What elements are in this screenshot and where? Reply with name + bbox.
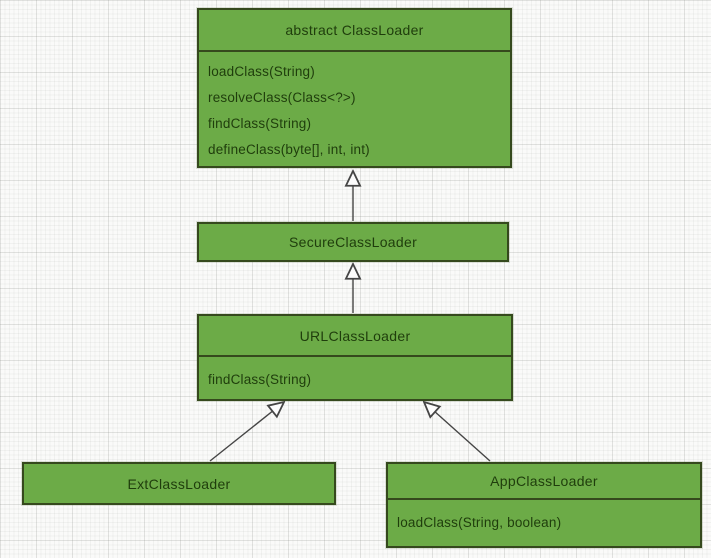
method-defineclass: defineClass(byte[], int, int): [208, 142, 370, 157]
class-title: AppClassLoader: [490, 473, 598, 489]
method-findclass: findClass(String): [208, 116, 312, 131]
class-box-url-class-loader[interactable]: URLClassLoader findClass(String): [197, 314, 513, 401]
class-title: abstract ClassLoader: [285, 22, 424, 38]
method-loadclass: loadClass(String): [208, 64, 315, 79]
class-box-secure-class-loader[interactable]: SecureClassLoader: [197, 222, 509, 262]
method-loadclass: loadClass(String, boolean): [397, 515, 562, 530]
arrow-ext-to-url[interactable]: [209, 402, 284, 462]
class-title: URLClassLoader: [299, 327, 411, 344]
class-box-app-class-loader[interactable]: AppClassLoader loadClass(String, boolean…: [386, 462, 702, 548]
method-list: findClass(String): [199, 355, 511, 393]
class-title: ExtClassLoader: [127, 475, 231, 492]
method-list: loadClass(String) resolveClass(Class<?>)…: [199, 50, 510, 163]
method-list: loadClass(String, boolean): [388, 498, 700, 536]
class-box-abstract-classloader[interactable]: abstract ClassLoader loadClass(String) r…: [197, 8, 512, 168]
method-resolveclass: resolveClass(Class<?>): [208, 90, 356, 105]
arrow-app-to-url[interactable]: [424, 402, 491, 462]
method-findclass: findClass(String): [208, 372, 312, 387]
class-box-ext-class-loader[interactable]: ExtClassLoader: [22, 462, 336, 505]
class-title: SecureClassLoader: [288, 234, 418, 250]
